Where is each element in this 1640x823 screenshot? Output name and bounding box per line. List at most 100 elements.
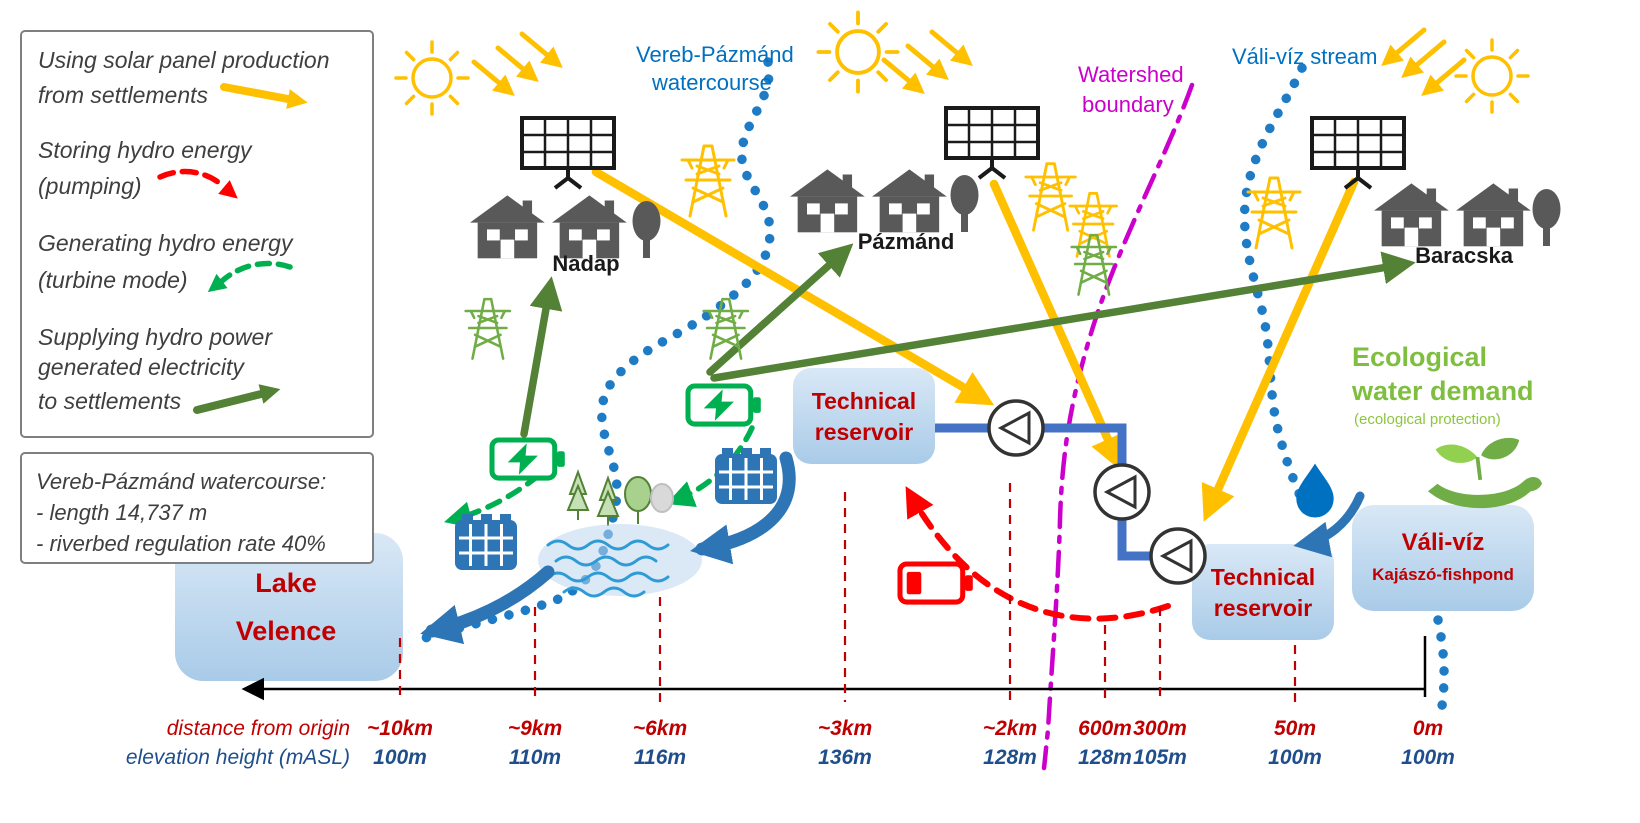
battery-charging-icon <box>492 440 565 478</box>
pylon-yellow-icon <box>680 144 736 218</box>
technical-reservoir-1-label-line2: reservoir <box>815 419 914 445</box>
tick-elevation-label: 136m <box>818 746 872 769</box>
solar-production-arrows <box>591 167 1359 522</box>
solar-panel-icon <box>1310 116 1406 190</box>
tick-distance-label: ~10km <box>367 717 433 740</box>
settlement-label-baracska: Baracska <box>1415 243 1514 268</box>
tree-icon <box>1532 189 1561 246</box>
settlement-label-nadap: Nadap <box>552 251 619 276</box>
turbine-arrow-1 <box>444 473 541 529</box>
supply-arrow-to-pazmand <box>706 243 854 376</box>
legend-text-line: from settlements <box>38 81 208 108</box>
tree-icon <box>632 201 661 258</box>
legend-text-line: Storing hydro energy <box>38 136 252 163</box>
vali-viz-box: Váli-víz Kajászó-fishpond <box>1352 505 1534 611</box>
legend-item-supply: Supplying hydro power generated electric… <box>38 323 356 422</box>
lake-velence-box: Lake Velence <box>175 533 403 681</box>
sun-rays-arrows-baracska <box>1381 27 1467 97</box>
watershed-boundary-line <box>1041 82 1195 771</box>
legend-item-pumping: Storing hydro energy (pumping) <box>38 136 356 209</box>
sun-rays-arrows-nadap <box>471 31 563 97</box>
vereb-watercourse-label-line2: watercourse <box>651 70 772 95</box>
ecological-label-sub: (ecological protection) <box>1354 411 1501 428</box>
settlement-label-pazmand: Pázmánd <box>858 229 955 254</box>
distance-axis: distance from origin elevation height (m… <box>126 483 1455 769</box>
pump-icon <box>1149 527 1207 585</box>
water-flow-arrow-lake-to-velence <box>420 565 555 645</box>
ecological-label-line1: Ecological <box>1352 342 1487 372</box>
info-line: - riverbed regulation rate 40% <box>36 531 326 557</box>
pylon-yellow-icon <box>1246 176 1302 250</box>
watershed-boundary-label-line1: Watershed <box>1078 62 1184 87</box>
legend-text-line: Supplying hydro power <box>38 324 272 351</box>
technical-reservoir-2-label-line1: Technical <box>1211 564 1315 590</box>
legend-text-line: to settlements <box>38 388 182 415</box>
house-icon <box>790 169 865 233</box>
water-flow-arrow-dam-to-lake <box>690 451 796 565</box>
tick-distance-label: ~2km <box>983 717 1037 740</box>
technical-reservoir-1-box: Technical reservoir <box>793 368 935 464</box>
tick-elevation-label: 110m <box>509 746 561 769</box>
elevation-caption: elevation height (mASL) <box>126 746 350 769</box>
vereb-stream-dots <box>420 57 775 643</box>
lake-trees-icon <box>566 469 674 526</box>
distance-caption: distance from origin <box>167 717 350 740</box>
water-flow-arrow-vali <box>1293 491 1365 558</box>
house-icon <box>470 195 545 259</box>
lake-water-icon <box>538 524 702 598</box>
water-flow-arrows <box>420 451 1365 645</box>
technical-reservoir-2-label-line2: reservoir <box>1214 595 1313 621</box>
tick-distance-label: ~6km <box>633 717 687 740</box>
solar-arrow-icon <box>220 83 308 110</box>
legend-text-line: Generating hydro energy <box>38 230 293 257</box>
tick-distance-label: 50m <box>1274 717 1316 740</box>
tick-distance-label: ~9km <box>508 717 562 740</box>
solar-arrow-baracska-to-reservoir2 <box>1201 177 1359 522</box>
sun-icon <box>394 40 470 116</box>
battery-charging-icon <box>688 386 761 424</box>
vereb-watercourse-label-line1: Vereb-Pázmánd <box>636 42 794 67</box>
pylon-green-icon <box>464 297 512 360</box>
solar-arrow-nadap-to-pump1 <box>591 167 995 406</box>
info-line: - length 14,737 m <box>36 500 208 526</box>
settlement-baracska <box>1374 183 1561 247</box>
house-icon <box>1456 183 1531 247</box>
legend-item-solar: Using solar panel production from settle… <box>38 46 356 115</box>
legend-text-line: Using solar panel production <box>38 47 330 73</box>
pylon-yellow-icon <box>1024 162 1077 232</box>
pylon-green-icon <box>702 297 750 360</box>
lake-velence-label-line2: Velence <box>236 616 337 646</box>
supply-electricity-arrows <box>520 243 1416 438</box>
hydro-dam-icon <box>713 446 779 506</box>
vali-stream-dots-upper <box>1239 63 1313 520</box>
legend-text-line: (turbine mode) <box>38 267 188 294</box>
turbine-arrow-icon <box>207 260 293 292</box>
house-icon <box>1374 183 1449 247</box>
watercourse-info-box: Vereb-Pázmánd watercourse: - length 14,7… <box>20 452 374 564</box>
tree-icon <box>950 175 979 232</box>
tick-elevation-label: 100m <box>373 746 427 769</box>
settlement-nadap <box>470 195 661 259</box>
ecology-hand-icon <box>1428 437 1542 509</box>
supply-arrow-to-nadap <box>520 276 563 438</box>
info-line: Vereb-Pázmánd watercourse: <box>36 469 327 494</box>
tick-distance-label: 600m <box>1078 717 1132 740</box>
technical-reservoir-2-box: Technical reservoir <box>1192 544 1334 640</box>
legend-text-line: generated electricity <box>38 353 244 380</box>
pump-icon <box>1093 463 1151 521</box>
pumping-arrow-icon <box>156 168 238 199</box>
hydro-dam-icon <box>453 512 519 572</box>
supply-arrow-to-baracska <box>710 251 1416 382</box>
pumping-arrow <box>905 486 1171 622</box>
supply-arrow-icon <box>193 384 281 414</box>
tick-elevation-label: 100m <box>1401 746 1455 769</box>
tick-elevation-label: 128m <box>1078 746 1132 769</box>
vali-viz-stream-label: Váli-víz stream <box>1232 44 1377 69</box>
tick-distance-label: 300m <box>1133 717 1187 740</box>
ecological-label-line2: water demand <box>1351 376 1534 406</box>
tick-distance-label: 0m <box>1413 717 1443 740</box>
pump-icon <box>987 399 1045 457</box>
vali-viz-label: Váli-víz <box>1402 529 1485 556</box>
